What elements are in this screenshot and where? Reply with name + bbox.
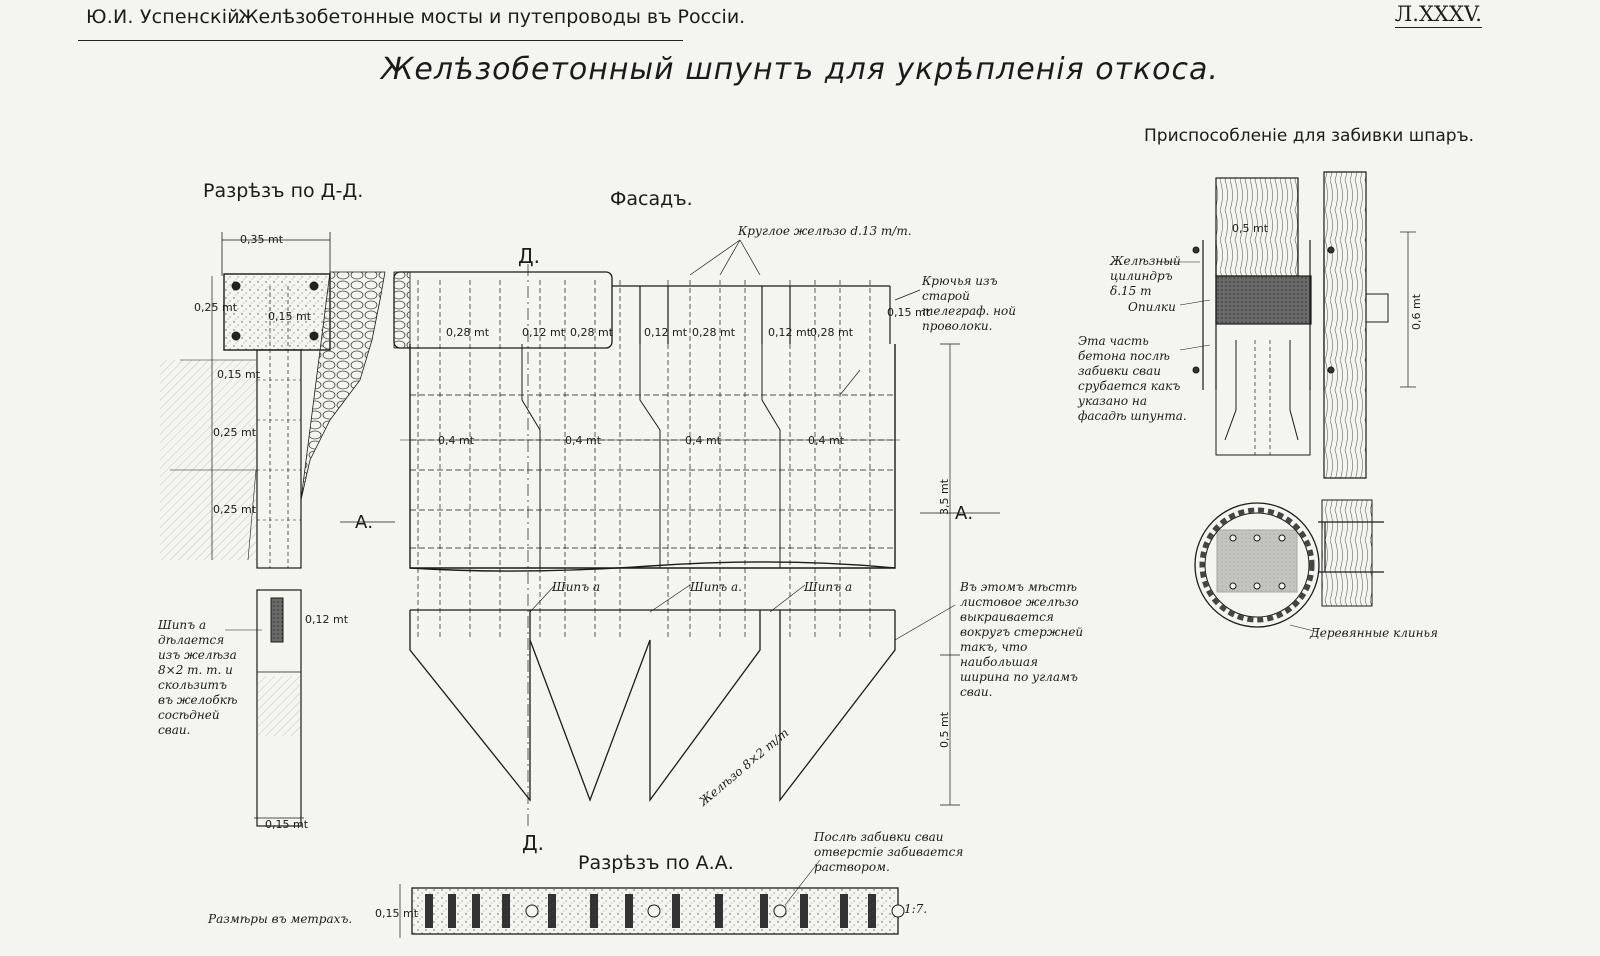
section-aa-drawing <box>399 859 905 938</box>
note-spike-1: Шипъ a <box>552 580 601 594</box>
note-round-iron: Круглое желѣзо d.13 m/m. <box>738 224 912 238</box>
note-concrete-part: Эта часть бетона послѣ забивки сваи сруб… <box>1078 334 1187 423</box>
dim-dev-0-5: 0,5 mt <box>1232 222 1269 235</box>
dim-f-0-28-d: 0,28 mt <box>810 326 854 339</box>
section-marker-d-top: Д. <box>518 244 540 268</box>
facade-drawing <box>340 239 1000 830</box>
dim-0-12: 0,12 mt <box>305 613 349 626</box>
note-hooks: Крючья изъ старой телеграф. ной проволок… <box>922 274 1017 333</box>
dim-f-0-28-b: 0,28 mt <box>570 326 614 339</box>
sheet-number: Л.XXXV. <box>1394 2 1482 28</box>
dim-0-25-low: 0,25 mt <box>213 503 257 516</box>
note-ratio: 1:7. <box>904 902 928 916</box>
note-sheet-iron: Въ этомъ мѣстѣ листовое желѣзо выкраивае… <box>960 580 1084 699</box>
note-iron-cylinder: Желѣзный цилиндръ δ.15 m <box>1110 254 1181 298</box>
note-sawdust: Опилки <box>1128 300 1176 314</box>
header-rule <box>78 40 683 41</box>
header-author: Ю.И. Успенскій. <box>86 6 246 28</box>
dim-0-15-inner: 0,15 mt <box>268 310 312 323</box>
dim-0-15-side: 0,15 mt <box>217 368 261 381</box>
note-spike-left: Шипъ a дѣлается изъ желѣза 8×2 m. m. и с… <box>158 618 238 737</box>
dim-f-0-4-a: 0,4 mt <box>438 434 475 447</box>
dim-0-25-top: 0,25 mt <box>194 301 238 314</box>
section-dd-drawing <box>160 232 386 827</box>
dim-f-0-12-c: 0,12 mt <box>768 326 812 339</box>
dim-f-0-28-c: 0,28 mt <box>692 326 736 339</box>
dim-height-0-5: 0,5 mt <box>938 711 951 748</box>
dim-0-25-mid: 0,25 mt <box>213 426 257 439</box>
dim-0-15-bottom: 0,15 mt <box>265 818 309 831</box>
dim-f-0-28-a: 0,28 mt <box>446 326 490 339</box>
note-after-driving: Послѣ забивки сваи отверстіе забивается … <box>814 830 964 874</box>
drawing-title: Желѣзобетонный шпунтъ для укрѣпленія отк… <box>381 52 1219 87</box>
section-marker-a-right: А. <box>955 503 973 524</box>
caption-facade: Фасадъ. <box>610 188 693 210</box>
dim-f-0-12-b: 0,12 mt <box>644 326 688 339</box>
note-size-meters: Размѣры въ метрахъ. <box>208 912 353 926</box>
dim-f-0-4-d: 0,4 mt <box>808 434 845 447</box>
dim-f-0-15: 0,15 mt <box>887 306 931 319</box>
dim-f-0-12-a: 0,12 mt <box>522 326 566 339</box>
header-book-title: Желѣзобетонные мосты и путепроводы въ Ро… <box>238 6 746 28</box>
caption-section-aa: Разрѣзъ по А.А. <box>578 852 734 874</box>
driving-device-drawing <box>1160 171 1416 633</box>
note-spike-2: Шипъ a. <box>690 580 742 594</box>
dim-f-0-4-b: 0,4 mt <box>565 434 602 447</box>
caption-section-dd: Разрѣзъ по Д-Д. <box>203 180 364 202</box>
section-marker-a-left: А. <box>355 512 373 533</box>
note-spike-3: Шипъ a <box>804 580 853 594</box>
dim-aa-0-15: 0,15 mt <box>375 907 419 920</box>
caption-driving-device: Приспособленіе для забивки шпаръ. <box>1144 126 1475 146</box>
section-marker-d-bottom: Д. <box>522 831 544 855</box>
note-wood-wedge: Деревянные клинья <box>1310 626 1438 640</box>
dim-height-3-5: 3,5 mt <box>938 478 951 515</box>
dim-0-35: 0,35 mt <box>240 233 284 246</box>
dim-f-0-4-c: 0,4 mt <box>685 434 722 447</box>
dim-dev-0-6: 0,6 mt <box>1410 293 1423 330</box>
